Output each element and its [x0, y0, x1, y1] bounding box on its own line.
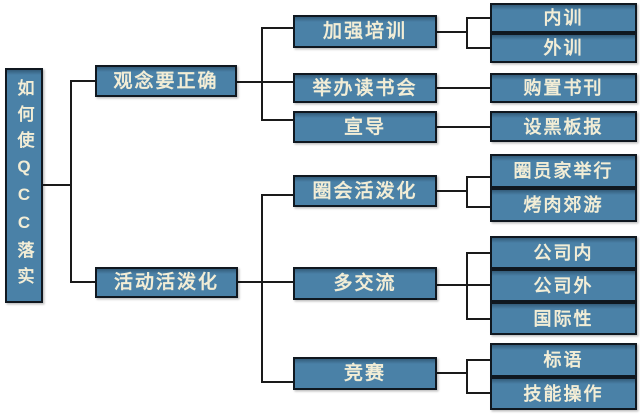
- node-within-company: 公司内: [490, 236, 637, 269]
- connector-line: [238, 281, 293, 283]
- node-correct-concept: 观念要正确: [95, 65, 237, 97]
- node-outside-company: 公司外: [490, 269, 637, 302]
- node-international: 国际性: [490, 302, 637, 335]
- connector-line: [70, 80, 95, 82]
- connector-line: [437, 31, 467, 33]
- connector-line: [466, 252, 468, 320]
- node-external-training: 外训: [490, 33, 637, 63]
- connector-line: [466, 318, 490, 320]
- connector-line: [70, 281, 95, 283]
- node-promotion: 宣导: [293, 111, 437, 143]
- connector-line: [437, 372, 468, 374]
- connector-line: [261, 27, 293, 29]
- connector-line: [466, 206, 490, 208]
- connector-line: [466, 47, 490, 49]
- node-skill-operation: 技能操作: [490, 377, 637, 410]
- connector-line: [437, 284, 490, 286]
- node-purchase-books: 购置书刊: [490, 73, 637, 103]
- connector-line: [70, 80, 72, 283]
- node-slogan: 标语: [490, 343, 637, 377]
- connector-line: [466, 359, 468, 394]
- connector-line: [261, 381, 293, 383]
- connector-line: [466, 176, 468, 208]
- node-bbq-outing: 烤肉郊游: [490, 188, 637, 222]
- connector-line: [466, 17, 490, 19]
- connector-line: [237, 81, 293, 83]
- node-more-exchange: 多交流: [293, 267, 437, 300]
- node-root: 如何使QCC落实: [5, 68, 43, 303]
- node-book-club: 举办读书会: [293, 73, 437, 103]
- node-member-home-meeting: 圈员家举行: [490, 154, 637, 188]
- connector-line: [437, 87, 490, 89]
- node-competition: 竞赛: [293, 357, 437, 390]
- connector-line: [437, 126, 490, 128]
- node-lively-circle-meetings: 圈会活泼化: [293, 175, 437, 207]
- connector-line: [466, 359, 490, 361]
- connector-line: [466, 252, 490, 254]
- connector-line: [437, 190, 468, 192]
- connector-line: [261, 119, 293, 121]
- connector-line: [466, 392, 490, 394]
- connector-line: [261, 194, 263, 383]
- node-blackboard-bulletin: 设黑板报: [490, 111, 637, 142]
- connector-line: [261, 194, 293, 196]
- connector-line: [261, 27, 263, 121]
- node-strengthen-training: 加强培训: [293, 15, 437, 48]
- connector-line: [466, 17, 468, 49]
- node-lively-activities: 活动活泼化: [95, 267, 238, 298]
- root-label: 如何使QCC落实: [14, 78, 34, 293]
- node-internal-training: 内训: [490, 3, 637, 33]
- connector-line: [466, 176, 490, 178]
- connector-line: [43, 184, 72, 186]
